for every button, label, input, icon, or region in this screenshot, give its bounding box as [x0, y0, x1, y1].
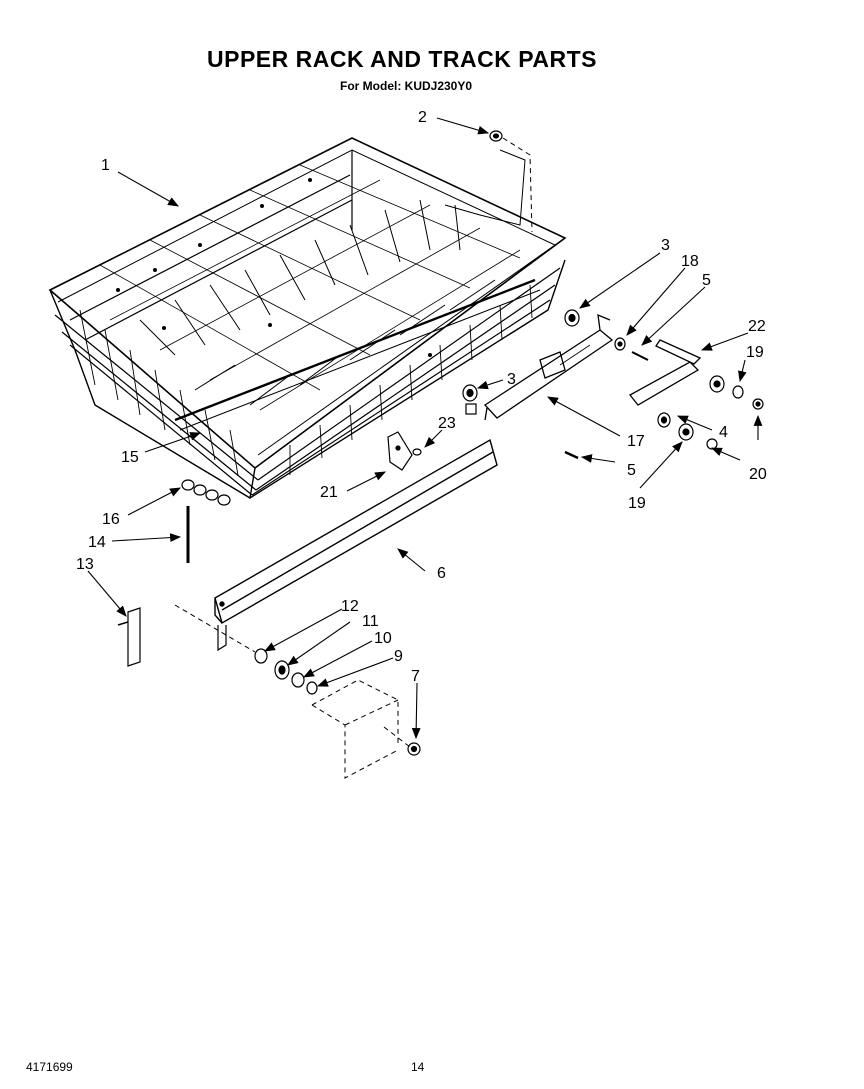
callout-13: 13 — [76, 556, 94, 573]
callout-11: 11 — [362, 613, 379, 630]
callout-9: 9 — [394, 648, 403, 665]
callout-3-upper: 3 — [661, 237, 670, 254]
rack-adjuster-bracket — [484, 313, 614, 421]
callout-19-lower: 19 — [628, 495, 646, 512]
callout-leaders — [87, 117, 763, 740]
callout-23: 23 — [438, 415, 456, 432]
callout-5-lower: 5 — [627, 462, 636, 479]
callout-18: 18 — [681, 253, 699, 270]
callout-numbers: 1 2 3 18 5 22 19 3 23 4 17 20 5 19 15 21… — [76, 109, 767, 685]
page-number: 14 — [411, 1060, 425, 1074]
callout-2: 2 — [418, 109, 427, 126]
callout-1: 1 — [101, 157, 110, 174]
upper-dish-rack — [48, 137, 567, 499]
callout-15: 15 — [121, 449, 139, 466]
callout-20: 20 — [749, 466, 767, 483]
callout-22: 22 — [748, 318, 766, 335]
callout-12: 12 — [341, 598, 359, 615]
page-title: UPPER RACK AND TRACK PARTS — [207, 46, 597, 72]
callout-6: 6 — [437, 565, 446, 582]
assembly-dashed-lines — [174, 137, 533, 779]
callout-17: 17 — [627, 433, 645, 450]
callout-21: 21 — [320, 484, 338, 501]
model-subtitle: For Model: KUDJ230Y0 — [340, 79, 473, 93]
track-rail — [214, 438, 498, 652]
callout-16: 16 — [102, 511, 120, 528]
lever-arm — [629, 339, 702, 406]
document-number: 4171699 — [26, 1060, 73, 1074]
callout-14: 14 — [88, 534, 106, 551]
callout-10: 10 — [374, 630, 392, 647]
callout-19-upper: 19 — [746, 344, 764, 361]
callout-5-upper: 5 — [702, 272, 711, 289]
callout-3-lower: 3 — [507, 371, 516, 388]
rollers-and-fasteners — [117, 130, 764, 756]
callout-4: 4 — [719, 424, 728, 441]
callout-7: 7 — [411, 668, 420, 685]
